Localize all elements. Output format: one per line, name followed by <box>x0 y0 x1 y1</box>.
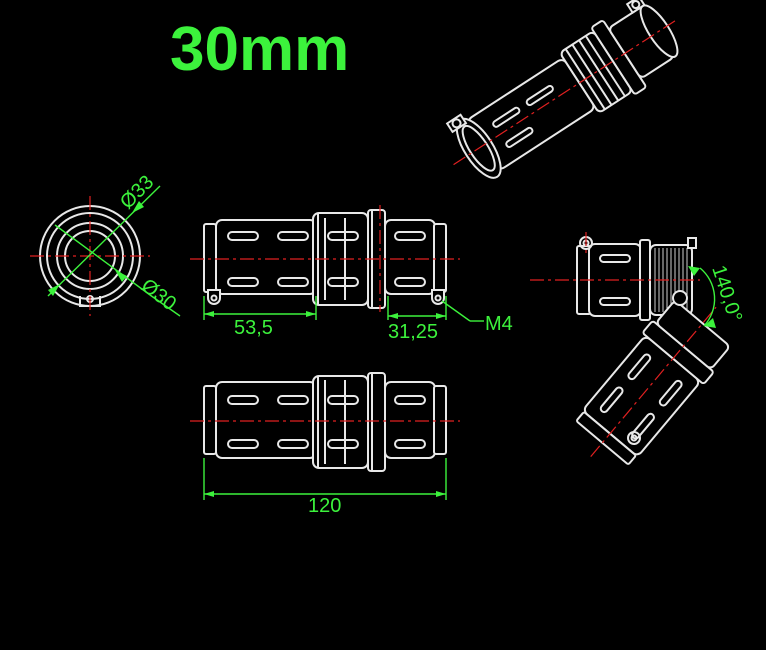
end-view: Ø33 Ø30 <box>30 171 181 317</box>
dia33-label: Ø33 <box>116 171 158 213</box>
total-length-label: 120 <box>308 495 341 517</box>
m4-leader <box>441 300 471 322</box>
isometric-view <box>445 0 679 179</box>
dia33-leader <box>47 185 161 297</box>
len-left-label: 53,5 <box>234 317 273 339</box>
dia30-leader <box>54 224 151 296</box>
dia30-label: Ø30 <box>137 275 180 316</box>
angled-view: 140,0° <box>530 232 746 465</box>
m4-label: M4 <box>485 313 513 335</box>
len-right-label: 31,25 <box>388 321 438 343</box>
side-view-lower: 120 <box>190 372 460 517</box>
angle-label: 140,0° <box>707 263 746 325</box>
side-view-upper: 53,5 31,25 M4 <box>190 205 513 343</box>
angle-arc <box>699 267 716 327</box>
drawing-title: 30mm <box>170 15 350 84</box>
